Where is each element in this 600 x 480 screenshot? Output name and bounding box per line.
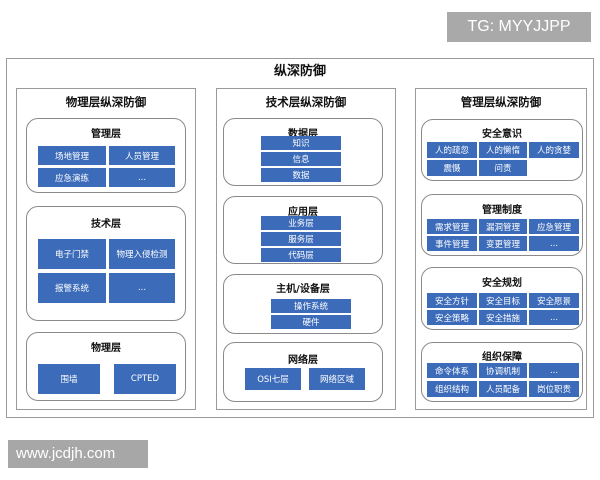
section-title: 安全意识: [482, 129, 522, 140]
box-hardware: 硬件: [271, 315, 351, 329]
column-title: 管理层纵深防御: [460, 95, 542, 109]
column-title: 技术层纵深防御: [265, 95, 347, 109]
box-emergency-management: 应急管理: [529, 219, 579, 234]
box-alarm-system: 报警系统: [38, 273, 106, 303]
box-personnel-management: 人员管理: [109, 146, 175, 165]
section-organization: 组织保障 命令体系 协调机制 ... 组织结构 人员配备 岗位职责: [421, 342, 583, 402]
box-staffing: 人员配备: [479, 381, 527, 397]
box-more: ...: [109, 168, 175, 187]
box-security-measures: 安全措施: [479, 310, 527, 325]
box-human-negligence: 人的疏忽: [427, 142, 477, 158]
box-vulnerability-management: 漏洞管理: [479, 219, 527, 234]
box-change-management: 变更管理: [479, 236, 527, 251]
box-business-layer: 业务层: [261, 216, 341, 230]
box-cpted: CPTED: [114, 364, 176, 394]
section-title: 技术层: [91, 219, 121, 230]
section-title: 主机/设备层: [276, 284, 330, 295]
section-title: 应用层: [288, 207, 318, 218]
section-title: 管理制度: [482, 205, 522, 216]
box-network-zone: 网络区域: [309, 368, 365, 390]
box-code-layer: 代码层: [261, 248, 341, 262]
watermark-top: TG: MYYJJPP: [447, 12, 591, 42]
section-security-awareness: 安全意识 人的疏忽 人的懒惰 人的贪婪 震慑 问责: [421, 119, 583, 181]
box-accountability: 问责: [479, 160, 527, 176]
section-application: 应用层 业务层 服务层 代码层: [223, 196, 383, 264]
box-human-greed: 人的贪婪: [529, 142, 579, 158]
box-more: ...: [529, 236, 579, 251]
section-title: 网络层: [288, 355, 318, 366]
column-technical: 技术层纵深防御 数据层 知识 信息 数据 应用层 业务层 服务层 代码层 主机/…: [216, 88, 396, 410]
section-data: 数据层 知识 信息 数据: [223, 118, 383, 186]
box-more: ...: [529, 310, 579, 325]
box-more: ...: [529, 363, 579, 378]
box-command-system: 命令体系: [427, 363, 477, 378]
column-physical: 物理层纵深防御 管理层 场地管理 人员管理 应急演练 ... 技术层 电子门禁 …: [16, 88, 196, 410]
column-management: 管理层纵深防御 安全意识 人的疏忽 人的懒惰 人的贪婪 震慑 问责 管理制度 需…: [415, 88, 587, 410]
box-more: ...: [109, 273, 175, 303]
section-title: 安全规划: [482, 278, 522, 289]
box-osi-seven-layers: OSI七层: [245, 368, 301, 390]
box-org-structure: 组织结构: [427, 381, 477, 397]
box-security-vision: 安全愿景: [529, 293, 579, 308]
box-emergency-drill: 应急演练: [38, 168, 106, 187]
section-technical: 技术层 电子门禁 物理入侵检测 报警系统 ...: [26, 206, 186, 321]
section-physical: 物理层 围墙 CPTED: [26, 332, 186, 401]
box-site-management: 场地管理: [38, 146, 106, 165]
box-access-control: 电子门禁: [38, 239, 106, 269]
box-coordination-mechanism: 协调机制: [479, 363, 527, 378]
box-security-policy: 安全方针: [427, 293, 477, 308]
box-operating-system: 操作系统: [271, 299, 351, 313]
box-security-strategy: 安全策略: [427, 310, 477, 325]
column-title: 物理层纵深防御: [65, 95, 147, 109]
box-service-layer: 服务层: [261, 232, 341, 246]
box-human-laziness: 人的懒惰: [479, 142, 527, 158]
section-network: 网络层 OSI七层 网络区域: [223, 342, 383, 402]
watermark-bottom: www.jcdjh.com: [8, 440, 148, 468]
section-title: 管理层: [91, 129, 121, 140]
section-management-system: 管理制度 需求管理 漏洞管理 应急管理 事件管理 变更管理 ...: [421, 194, 583, 256]
section-host-device: 主机/设备层 操作系统 硬件: [223, 274, 383, 334]
box-wall: 围墙: [38, 364, 100, 394]
box-information: 信息: [261, 152, 341, 166]
section-title: 数据层: [288, 129, 318, 140]
section-security-planning: 安全规划 安全方针 安全目标 安全愿景 安全策略 安全措施 ...: [421, 267, 583, 330]
section-title: 物理层: [91, 343, 121, 354]
box-security-goal: 安全目标: [479, 293, 527, 308]
box-job-duties: 岗位职责: [529, 381, 579, 397]
box-intrusion-detection: 物理入侵检测: [109, 239, 175, 269]
box-incident-management: 事件管理: [427, 236, 477, 251]
box-requirement-management: 需求管理: [427, 219, 477, 234]
diagram-title: 纵深防御: [273, 64, 326, 79]
box-deterrence: 震慑: [427, 160, 477, 176]
box-knowledge: 知识: [261, 136, 341, 150]
section-title: 组织保障: [482, 352, 522, 363]
section-management: 管理层 场地管理 人员管理 应急演练 ...: [26, 118, 186, 193]
box-data: 数据: [261, 168, 341, 182]
